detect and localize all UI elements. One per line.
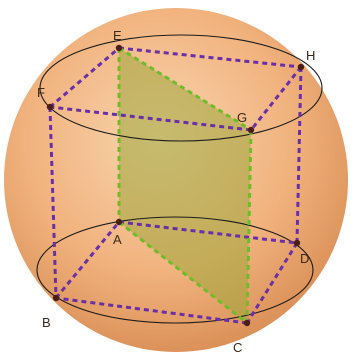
vertex-label-a: A xyxy=(113,232,122,247)
edge-ba xyxy=(54,221,121,299)
edge-ac xyxy=(118,220,248,325)
vertex-label-f: F xyxy=(37,85,45,100)
top-circle xyxy=(39,34,323,142)
edge-ad xyxy=(118,220,298,245)
edge-fb xyxy=(48,106,58,299)
edge-fe xyxy=(49,46,120,109)
edge-eh xyxy=(118,46,302,69)
cross-section-plane xyxy=(119,48,251,323)
vertex-point-a xyxy=(115,218,123,226)
vertex-label-d: D xyxy=(300,251,309,266)
edge-gf xyxy=(49,105,252,132)
vertex-label-h: H xyxy=(306,48,315,63)
vertex-point-h xyxy=(297,63,305,71)
vertex-point-c xyxy=(243,319,251,327)
vertex-point-f xyxy=(46,103,54,111)
edge-hg xyxy=(249,66,303,131)
edge-dc xyxy=(245,242,299,324)
vertex-label-g: G xyxy=(237,110,247,125)
edge-hd xyxy=(295,66,303,244)
vertex-point-b xyxy=(52,294,60,302)
vertex-label-b: B xyxy=(42,315,51,330)
vertex-point-d xyxy=(293,239,301,247)
vertex-label-e: E xyxy=(113,28,122,43)
vertex-points xyxy=(46,44,305,327)
prism-edges xyxy=(48,46,303,325)
vertex-point-e xyxy=(115,44,123,52)
vertex-point-g xyxy=(247,126,255,134)
edge-eg xyxy=(118,46,252,132)
bottom-circle xyxy=(36,216,314,324)
vertex-label-c: C xyxy=(233,340,242,354)
